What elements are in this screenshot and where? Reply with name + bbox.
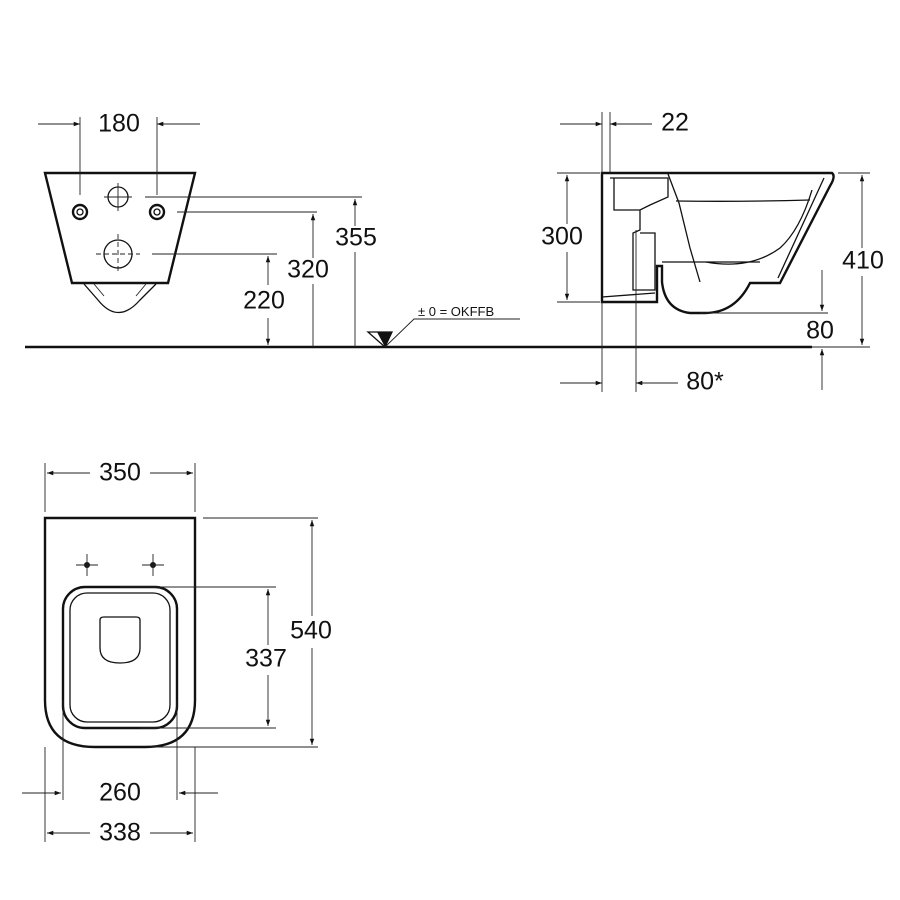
dim-upper-inlet-height: 355 [335,224,377,252]
front-body-outline [43,171,197,285]
bolt-cross-right-icon [142,554,164,576]
dim-bottom-clearance: 80 [806,317,834,345]
side-view: 22 300 410 80 80* [541,109,884,396]
dim-seat-length: 337 [245,645,287,673]
dim-back-height: 300 [541,223,583,251]
front-bowl-outline [83,283,157,314]
top-view: 350 540 337 260 338 [22,459,332,847]
dim-waste-height: 220 [243,287,285,315]
bolt-cross-left-icon [76,554,98,576]
floor-reference-label: ± 0 = OKFFB [418,304,494,319]
bolt-hole-right-icon [148,203,166,221]
bolt-hole-left-icon [71,203,89,221]
dim-wall-offset: 22 [661,109,689,137]
dim-base-width: 338 [99,819,141,847]
dim-waste-offset: 80* [686,368,724,396]
lid-recess-outline [99,616,141,664]
dim-total-height: 410 [842,247,884,275]
side-body-outline [600,171,835,315]
dim-hole-spacing: 180 [98,110,140,138]
dim-seat-width: 260 [99,779,141,807]
dim-bolt-height: 320 [287,256,329,284]
top-body-outline [43,516,197,749]
dim-width: 350 [99,459,141,487]
front-view: 180 355 320 220 ± 0 = OKFFB [38,110,520,349]
dim-length: 540 [290,617,332,645]
seat-outline [61,585,179,730]
